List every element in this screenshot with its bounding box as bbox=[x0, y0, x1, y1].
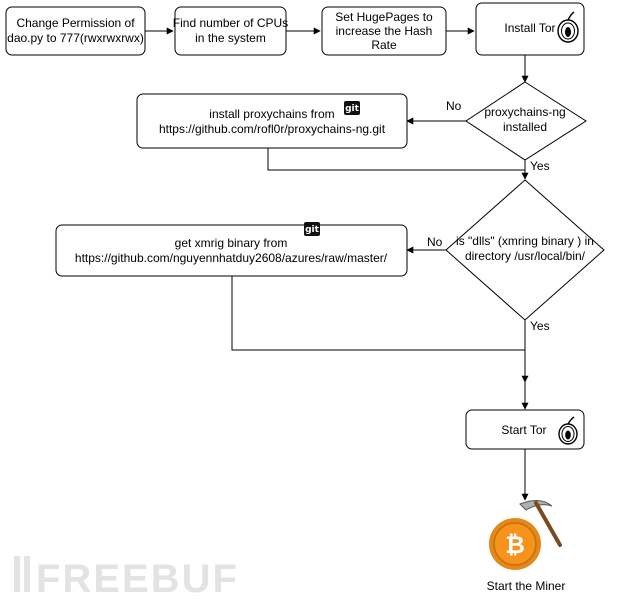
svg-text:₿: ₿ bbox=[505, 531, 525, 559]
bitcoin-pickaxe-icon: ₿ bbox=[489, 500, 562, 570]
node-label-line: Rate bbox=[371, 38, 397, 52]
tor-onion-icon bbox=[558, 416, 578, 445]
node-install-tor: Install Tor bbox=[475, 2, 585, 56]
node-start-miner: ₿ Start the Miner bbox=[487, 500, 566, 593]
edge-proxy-install-merge bbox=[267, 148, 525, 171]
svg-text:git: git bbox=[345, 104, 360, 114]
edge-label-proxy-no: No bbox=[446, 99, 462, 113]
edges bbox=[145, 27, 529, 501]
node-label-line: https://github.com/rofl0r/proxychains-ng… bbox=[159, 122, 386, 136]
node-label-line: increase the Hash bbox=[336, 24, 433, 38]
node-change-permission: Change Permission of dao.py to 777(rwxrw… bbox=[5, 6, 146, 56]
decision-dlls-in-directory: is "dlls" (xmring binary ) in directory … bbox=[445, 179, 605, 321]
node-install-proxychains: install proxychains from https://github.… bbox=[136, 93, 408, 149]
node-label-line: proxychains-ng bbox=[484, 105, 565, 119]
node-label-line: is "dlls" (xmring binary ) in bbox=[456, 234, 594, 248]
node-get-xmrig: get xmrig binary from https://github.com… bbox=[55, 222, 408, 277]
node-label-line: in the system bbox=[195, 31, 266, 45]
git-icon: git bbox=[344, 101, 360, 115]
node-label-line: get xmrig binary from bbox=[175, 236, 288, 250]
node-find-cpus: Find number of CPUs in the system bbox=[173, 6, 288, 56]
node-label-line: https://github.com/nguyennhatduy2608/azu… bbox=[75, 251, 388, 265]
edge-label-dlls-yes: Yes bbox=[530, 319, 550, 333]
tor-onion-icon bbox=[557, 11, 579, 43]
watermark-text: FREEBUF bbox=[36, 557, 239, 601]
watermark: FREEBUF bbox=[14, 556, 239, 601]
node-label-line: Start Tor bbox=[501, 423, 546, 437]
git-icon: git bbox=[304, 222, 320, 236]
node-label-line: Install Tor bbox=[504, 21, 555, 35]
edge-xmrig-merge bbox=[231, 276, 525, 351]
node-label-line: Set HugePages to bbox=[335, 10, 433, 24]
edge-label-proxy-yes: Yes bbox=[530, 159, 550, 173]
node-label-line: Change Permission of bbox=[16, 16, 135, 30]
edge-label-dlls-no: No bbox=[427, 235, 443, 249]
node-label-line: Start the Miner bbox=[487, 579, 566, 593]
node-label-line: install proxychains from bbox=[209, 107, 334, 121]
decision-proxychains-installed: proxychains-ng installed bbox=[465, 81, 587, 161]
node-label-line: directory /usr/local/bin/ bbox=[465, 249, 586, 263]
node-start-tor: Start Tor bbox=[465, 409, 585, 450]
node-label-line: dao.py to 777(rwxrwxrwx) bbox=[7, 31, 144, 45]
node-label-line: Find number of CPUs bbox=[173, 16, 288, 30]
node-label-line: installed bbox=[503, 120, 547, 134]
svg-text:git: git bbox=[305, 225, 320, 235]
node-set-hugepages: Set HugePages to increase the Hash Rate bbox=[321, 6, 447, 56]
